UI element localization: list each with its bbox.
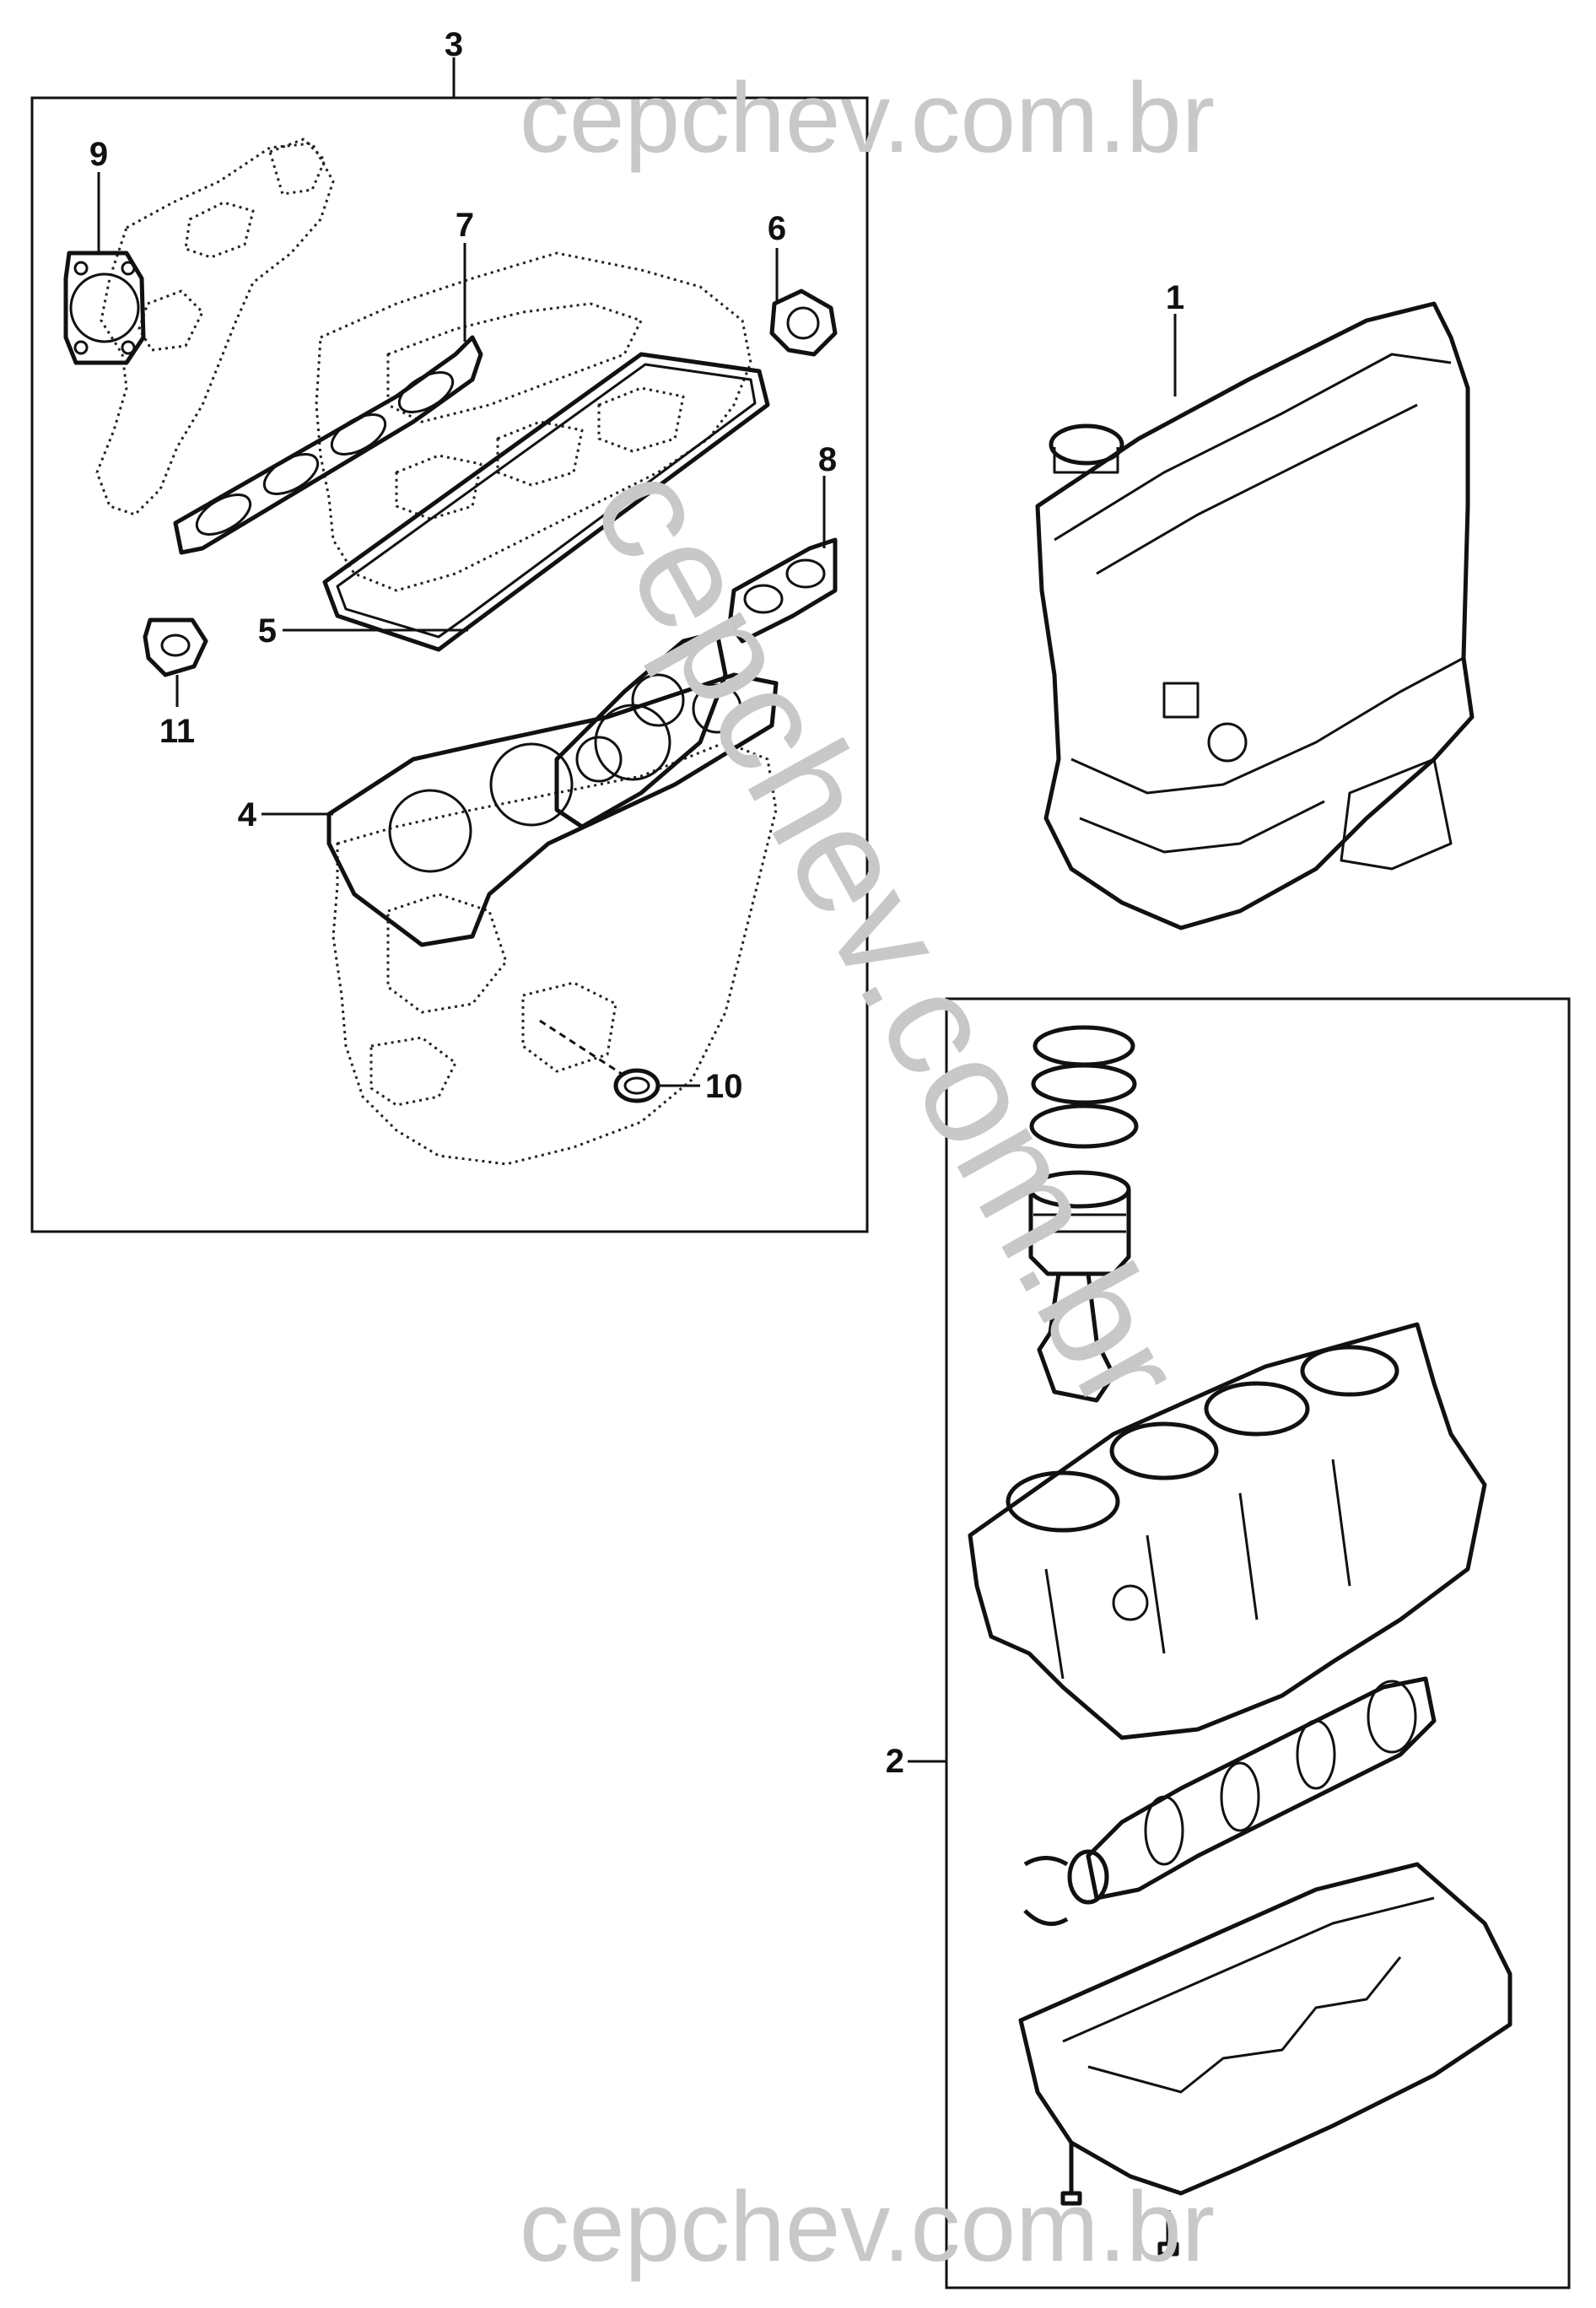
piston-rings-icon [1029,1025,1139,1149]
short-block-icon [968,1322,1487,1740]
bolt-icon [1060,2143,1179,2257]
watermark-diagonal: cepchev.com.br [561,437,1216,1436]
leader-lines [97,57,1177,1763]
engine-assembly-icon [1035,301,1475,930]
gasket-9-icon [63,251,146,365]
gasket-6-icon [769,288,838,357]
piston-icon [1028,1170,1131,1403]
gasket-10-icon [539,1019,661,1103]
callout-5: 5 [258,612,277,650]
gasket-11-icon [143,617,208,677]
gasket-4-icon [326,672,779,947]
gasket-7-icon [173,335,483,555]
callout-3: 3 [445,26,463,63]
gasket-8-icon [727,537,838,644]
callout-8: 8 [818,441,837,478]
bearing-icon [1023,1856,1069,1927]
callout-4: 4 [238,796,257,833]
timing-gasket-icon [554,630,728,829]
callout-6: 6 [768,210,786,247]
watermark-bottom: cepchev.com.br [520,2171,1215,2283]
callout-10: 10 [705,1068,743,1105]
callout-11: 11 [159,713,195,750]
gasket-kit-engine-outline [95,138,778,1166]
callout-7: 7 [456,207,474,244]
callout-9: 9 [89,136,108,173]
crankshaft-icon [1067,1676,1437,1905]
gasket-kit-frame [30,96,869,1233]
watermark-top: cepchev.com.br [520,62,1215,174]
short-block-frame [945,997,1571,2289]
callout-2: 2 [886,1743,904,1780]
oil-pan-icon [1018,1862,1512,2196]
gasket-5-icon [322,352,770,652]
callout-1: 1 [1166,279,1184,316]
